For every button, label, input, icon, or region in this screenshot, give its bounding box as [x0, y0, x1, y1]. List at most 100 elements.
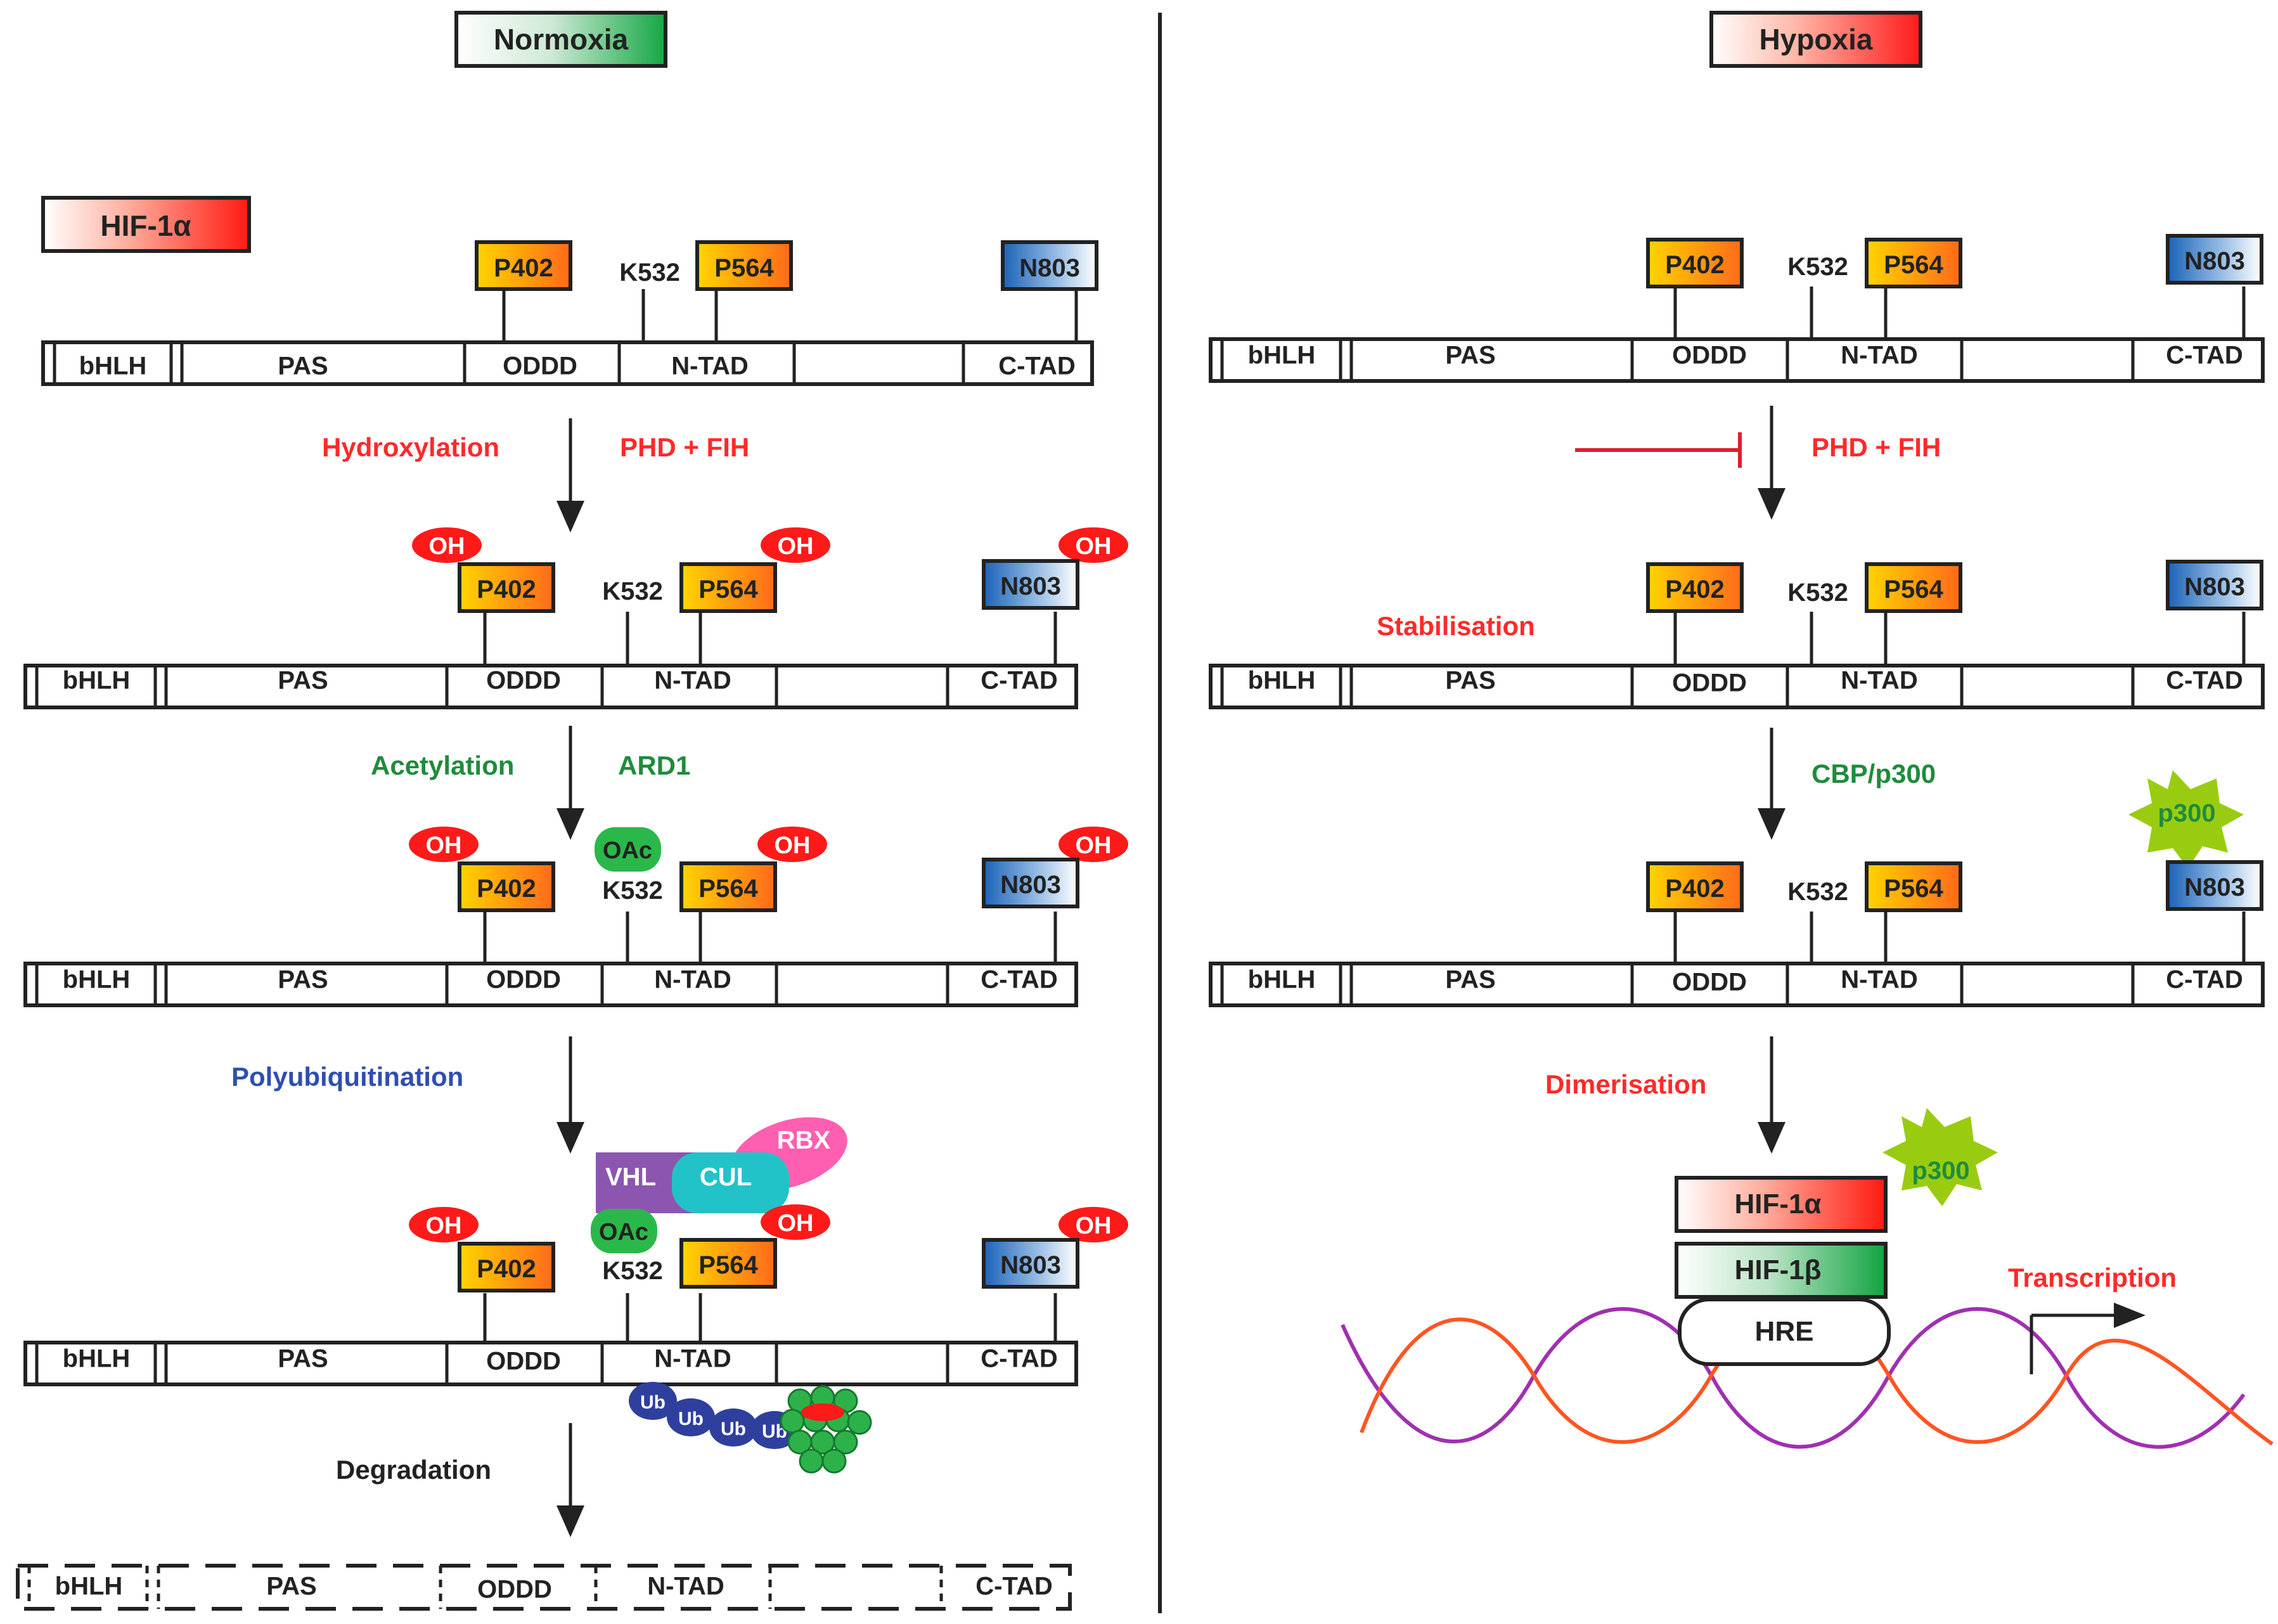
svg-text:P564: P564	[1884, 576, 1943, 603]
svg-text:P402: P402	[1665, 576, 1724, 603]
residue-p564: P564	[679, 1238, 777, 1289]
domain-ntad: N-TAD	[1841, 966, 1917, 994]
svg-text:OH: OH	[426, 832, 462, 859]
domain-ctad: C-TAD	[998, 352, 1075, 380]
label-transcription: Transcription	[2008, 1263, 2177, 1292]
label-stabilisation: Stabilisation	[1377, 611, 1535, 641]
residue-p564: P564	[679, 562, 777, 613]
domain-ctad: C-TAD	[981, 1345, 1057, 1373]
domain-ntad: N-TAD	[654, 1345, 731, 1373]
p300-star: p300	[2128, 770, 2244, 868]
svg-text:P564: P564	[698, 1251, 758, 1279]
hypoxia-header: Hypoxia	[1709, 11, 1922, 68]
domain-oddd: ODDD	[486, 1348, 561, 1376]
domain-pas: PAS	[278, 352, 328, 380]
svg-text:N803: N803	[1000, 871, 1061, 899]
svg-text:OH: OH	[775, 832, 811, 859]
domain-bhlh: bHLH	[1248, 342, 1316, 370]
residue-k532: K532	[602, 577, 663, 605]
label-phd-fih-normoxia: PHD + FIH	[620, 432, 749, 462]
ub-bead: Ub	[709, 1408, 757, 1447]
domain-bhlh: bHLH	[55, 1573, 123, 1601]
label-polyubiquitination: Polyubiquitination	[231, 1062, 463, 1092]
protein-bar: bHLH PAS ODDD N-TAD C-TAD	[41, 340, 1094, 386]
domain-ntad: N-TAD	[654, 966, 731, 994]
residue-p402: P402	[1646, 238, 1744, 288]
svg-text:P402: P402	[477, 1255, 536, 1283]
ubiquitin-chain: Ub Ub Ub Ub	[629, 1382, 799, 1449]
svg-text:N803: N803	[2184, 873, 2245, 901]
domain-ntad: N-TAD	[671, 352, 748, 380]
domain-ntad: N-TAD	[1841, 342, 1917, 370]
degraded-protein-bar: bHLH PAS ODDD N-TAD C-TAD	[16, 1564, 1072, 1611]
ub-bead: Ub	[629, 1382, 677, 1420]
hypoxia-row-2: P402 K532 P564 N803 bHLH PAS ODDD N-TAD …	[1209, 560, 2265, 709]
arrow-inhibited	[1575, 406, 1786, 520]
svg-text:OH: OH	[429, 533, 465, 560]
domain-ctad: C-TAD	[981, 966, 1057, 994]
normoxia-row-1: P402 K532 P564 N803 bHLH PAS ODDD N-TAD …	[41, 240, 1098, 386]
svg-text:P402: P402	[494, 254, 553, 282]
normoxia-header: Normoxia	[454, 11, 667, 68]
domain-ctad: C-TAD	[975, 1573, 1052, 1601]
domain-bhlh: bHLH	[1248, 667, 1316, 695]
residue-n803: N803	[1001, 240, 1098, 291]
protein-bar: bHLH PAS ODDD N-TAD C-TAD	[1209, 337, 2265, 383]
normoxia-row-4: OH OAc OH OH P402 K532 P564 N803 bHLH PA…	[23, 1204, 1128, 1386]
oh-badge: OH	[412, 527, 482, 563]
domain-ntad: N-TAD	[654, 667, 731, 695]
p300-star: p300	[1882, 1108, 1998, 1206]
domain-ctad: C-TAD	[2166, 342, 2243, 370]
svg-text:P564: P564	[1884, 251, 1943, 279]
oh-badge: OH	[757, 827, 827, 862]
oh-badge: OH	[761, 527, 830, 563]
hre-element: HRE	[1678, 1298, 1891, 1366]
domain-pas: PAS	[278, 1345, 328, 1373]
hif-complex: HRE HIF-1β HIF-1α p300	[1675, 1108, 1998, 1366]
domain-oddd: ODDD	[503, 352, 577, 380]
domain-bhlh: bHLH	[63, 1345, 131, 1373]
label-hydroxylation: Hydroxylation	[322, 432, 499, 462]
svg-text:RBX: RBX	[777, 1126, 831, 1154]
arrow-dimerisation	[1758, 1036, 1786, 1154]
domain-pas: PAS	[1445, 342, 1495, 370]
svg-text:Ub: Ub	[640, 1392, 666, 1413]
normoxia-row-3: OH OAc OH OH P402 K532 P564 N803 bHLH PA…	[23, 827, 1128, 1007]
label-acetylation: Acetylation	[371, 751, 514, 780]
protein-bar: bHLH PAS ODDD N-TAD C-TAD	[23, 1341, 1078, 1386]
domain-oddd: ODDD	[477, 1576, 552, 1604]
domain-pas: PAS	[278, 667, 328, 695]
label-degradation: Degradation	[336, 1455, 491, 1485]
transcription-start-arrow	[2030, 1303, 2146, 1374]
domain-bhlh: bHLH	[63, 966, 131, 994]
svg-text:N803: N803	[2184, 247, 2245, 275]
residue-k532: K532	[619, 259, 680, 287]
domain-bhlh: bHLH	[1248, 966, 1316, 994]
domain-pas: PAS	[278, 966, 328, 994]
residue-n803: N803	[2166, 234, 2263, 285]
domain-pas: PAS	[1445, 667, 1495, 695]
ub-bead: Ub	[667, 1398, 715, 1436]
oh-badge: OH	[409, 1207, 479, 1242]
residue-p564: P564	[1865, 238, 1962, 288]
domain-bhlh: bHLH	[79, 352, 147, 380]
svg-text:P564: P564	[698, 875, 758, 903]
hif1a-label: HIF-1α	[41, 196, 251, 253]
svg-text:HRE: HRE	[1755, 1316, 1814, 1347]
arrow-degradation	[557, 1423, 584, 1537]
residue-k532: K532	[1787, 253, 1848, 281]
svg-text:P402: P402	[477, 875, 536, 903]
domain-ctad: C-TAD	[981, 667, 1057, 695]
svg-text:Ub: Ub	[678, 1408, 704, 1429]
normoxia-row-2: OH OH OH P402 K532 P564 N803 bHLH PAS OD…	[23, 527, 1128, 709]
domain-pas: PAS	[266, 1573, 316, 1601]
hypoxia-title: Hypoxia	[1760, 23, 1873, 56]
residue-p402: P402	[475, 240, 572, 291]
residue-n803: N803	[982, 1238, 1079, 1289]
svg-text:OH: OH	[1076, 1213, 1112, 1239]
domain-oddd: ODDD	[1672, 669, 1747, 697]
residue-k532: K532	[602, 877, 663, 905]
svg-text:OH: OH	[1076, 832, 1112, 859]
svg-text:OH: OH	[1076, 533, 1112, 560]
